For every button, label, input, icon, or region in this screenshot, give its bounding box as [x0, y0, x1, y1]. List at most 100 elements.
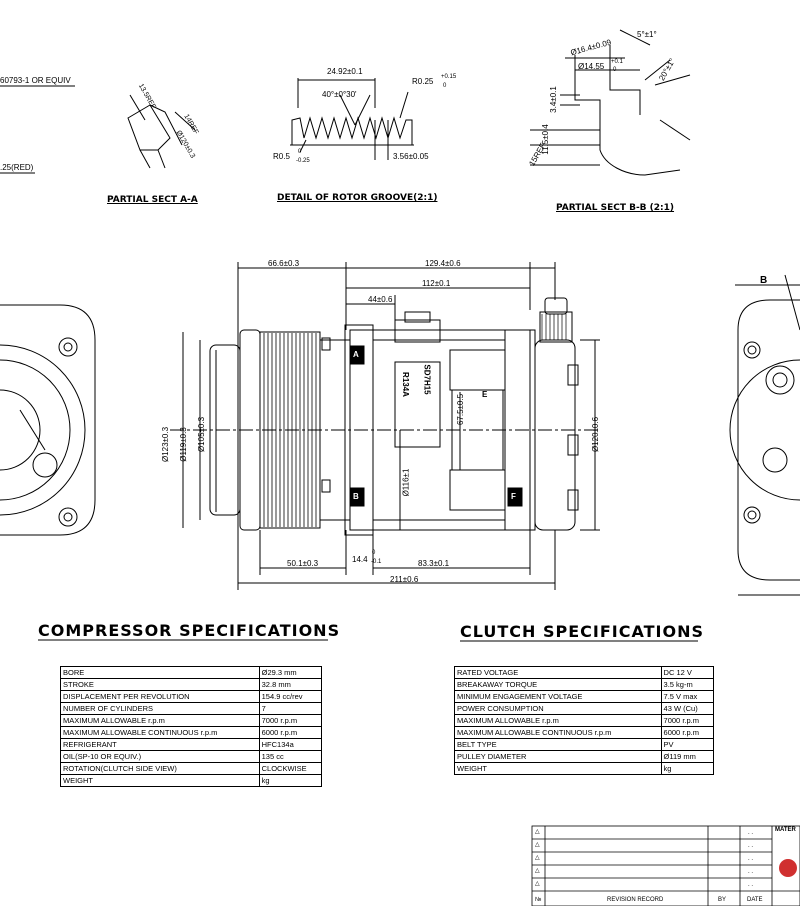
dim-14-55-lo: 0: [613, 67, 617, 73]
rev-dots: . .: [748, 882, 754, 888]
section-b-sketch: [530, 29, 691, 176]
rev-col-by: BY: [718, 897, 727, 903]
spec-value: 7.5 V max: [660, 690, 715, 703]
dim-119: Ø119±0.3: [178, 427, 188, 462]
spec-label: DISPLACEMENT PER REVOLUTION: [60, 690, 260, 703]
dim-14-4-lo: -0.1: [371, 559, 382, 565]
dim-14-4: 14.4: [352, 555, 368, 564]
refrigerant-tag: R134A: [400, 372, 410, 397]
dim-44: 44±0.6: [368, 295, 393, 304]
dim-83-3: 83.3±0.1: [418, 559, 450, 568]
spec-note-1: 60793-1 OR EQUIV: [0, 76, 71, 85]
spec-label: MAXIMUM ALLOWABLE r.p.m: [60, 714, 260, 727]
dim-123: Ø123±0.3: [161, 426, 171, 463]
dim-r025-lo: 0: [443, 83, 447, 89]
spec-label: NUMBER OF CYLINDERS: [60, 702, 260, 715]
spec-value: 32.8 mm: [258, 678, 323, 691]
clutch-specs-title: CLUTCH SPECIFICATIONS: [460, 622, 704, 641]
spec-value: 135 cc: [258, 750, 323, 763]
spec-value: HFC134a: [258, 738, 323, 751]
spec-label: ROTATION(CLUTCH SIDE VIEW): [60, 762, 260, 775]
dim-r05: R0.5: [273, 152, 290, 161]
rev-triangle: △: [535, 881, 540, 887]
table-row: ROTATION(CLUTCH SIDE VIEW)CLOCKWISE: [60, 762, 323, 775]
dim-112: 112±0.1: [422, 279, 451, 288]
spec-label: PULLEY DIAMETER: [454, 750, 662, 763]
dim-24-92: 24.92±0.1: [327, 67, 363, 76]
spec-value: PV: [660, 738, 715, 751]
section-a-sketch: [127, 94, 196, 169]
spec-label: STROKE: [60, 678, 260, 691]
rev-triangle: △: [535, 842, 540, 848]
spec-label: RATED VOLTAGE: [454, 666, 662, 679]
spec-label: WEIGHT: [454, 762, 662, 775]
dim-14-55: Ø14.55: [578, 62, 605, 71]
dim-120-6: Ø120±0.6: [591, 416, 601, 453]
dim-129-4: 129.4±0.6: [425, 259, 461, 268]
spec-value: kg: [660, 762, 715, 775]
spec-value: DC 12 V: [660, 666, 715, 679]
rev-col-date: DATE: [747, 897, 763, 903]
rev-dots: . .: [748, 843, 754, 849]
spec-value: Ø119 mm: [660, 750, 715, 763]
view-label-a: A: [353, 350, 359, 359]
spec-label: BORE: [60, 666, 260, 679]
spec-value: 6000 r.p.m: [660, 726, 715, 739]
spec-label: WEIGHT: [60, 774, 260, 787]
spec-value: 7000 r.p.m: [660, 714, 715, 727]
dim-67-5: 67.5±0.5: [456, 393, 466, 426]
dim-50-1: 50.1±0.3: [287, 559, 319, 568]
view-label-b: B: [353, 492, 359, 501]
spec-label: REFRIGERANT: [60, 738, 260, 751]
section-a-title: PARTIAL SECT A-A: [107, 195, 198, 205]
view-label-e: E: [482, 390, 488, 399]
clutch-front-view-left: [0, 304, 96, 536]
rev-triangle: △: [535, 868, 540, 874]
spec-value: 6000 r.p.m: [258, 726, 323, 739]
dim-105: Ø105±0.3: [197, 416, 207, 453]
rotor-groove-sketch: [290, 78, 414, 160]
spec-value: 7: [258, 702, 323, 715]
dim-211: 211±0.6: [390, 575, 419, 584]
spec-value: CLOCKWISE: [258, 762, 323, 775]
dim-3-4: 3.4±0.1: [548, 86, 558, 113]
dim-r025-hi: +0.15: [441, 74, 457, 80]
rev-triangle: △: [535, 855, 540, 861]
spec-label: MAXIMUM ALLOWABLE CONTINUOUS r.p.m: [454, 726, 662, 739]
spec-note-2: .25(RED): [0, 163, 34, 172]
stamp-mark: [779, 859, 797, 877]
view-label-f: F: [511, 492, 516, 501]
dim-66-6: 66.6±0.3: [268, 259, 300, 268]
spec-label: POWER CONSUMPTION: [454, 702, 662, 715]
dim-116: Ø116±1: [401, 468, 411, 497]
rev-material-label: MATER: [775, 827, 796, 833]
dim-3-56: 3.56±0.05: [393, 152, 429, 161]
spec-label: MAXIMUM ALLOWABLE CONTINUOUS r.p.m: [60, 726, 260, 739]
compressor-side-view: [170, 262, 600, 590]
model-tag: SD7H15: [422, 364, 432, 395]
compressor-rear-view-right: [729, 274, 800, 596]
dim-r05-lo: -0.25: [296, 158, 310, 164]
rev-triangle: △: [535, 829, 540, 835]
spec-label: MINIMUM ENGAGEMENT VOLTAGE: [454, 690, 662, 703]
spec-label: MAXIMUM ALLOWABLE r.p.m: [454, 714, 662, 727]
section-b-title: PARTIAL SECT B-B (2:1): [556, 203, 675, 213]
compressor-specs-title: COMPRESSOR SPECIFICATIONS: [38, 621, 341, 640]
dim-14-4-hi: 0: [372, 550, 376, 556]
dim-r05-hi: 0: [298, 149, 302, 155]
